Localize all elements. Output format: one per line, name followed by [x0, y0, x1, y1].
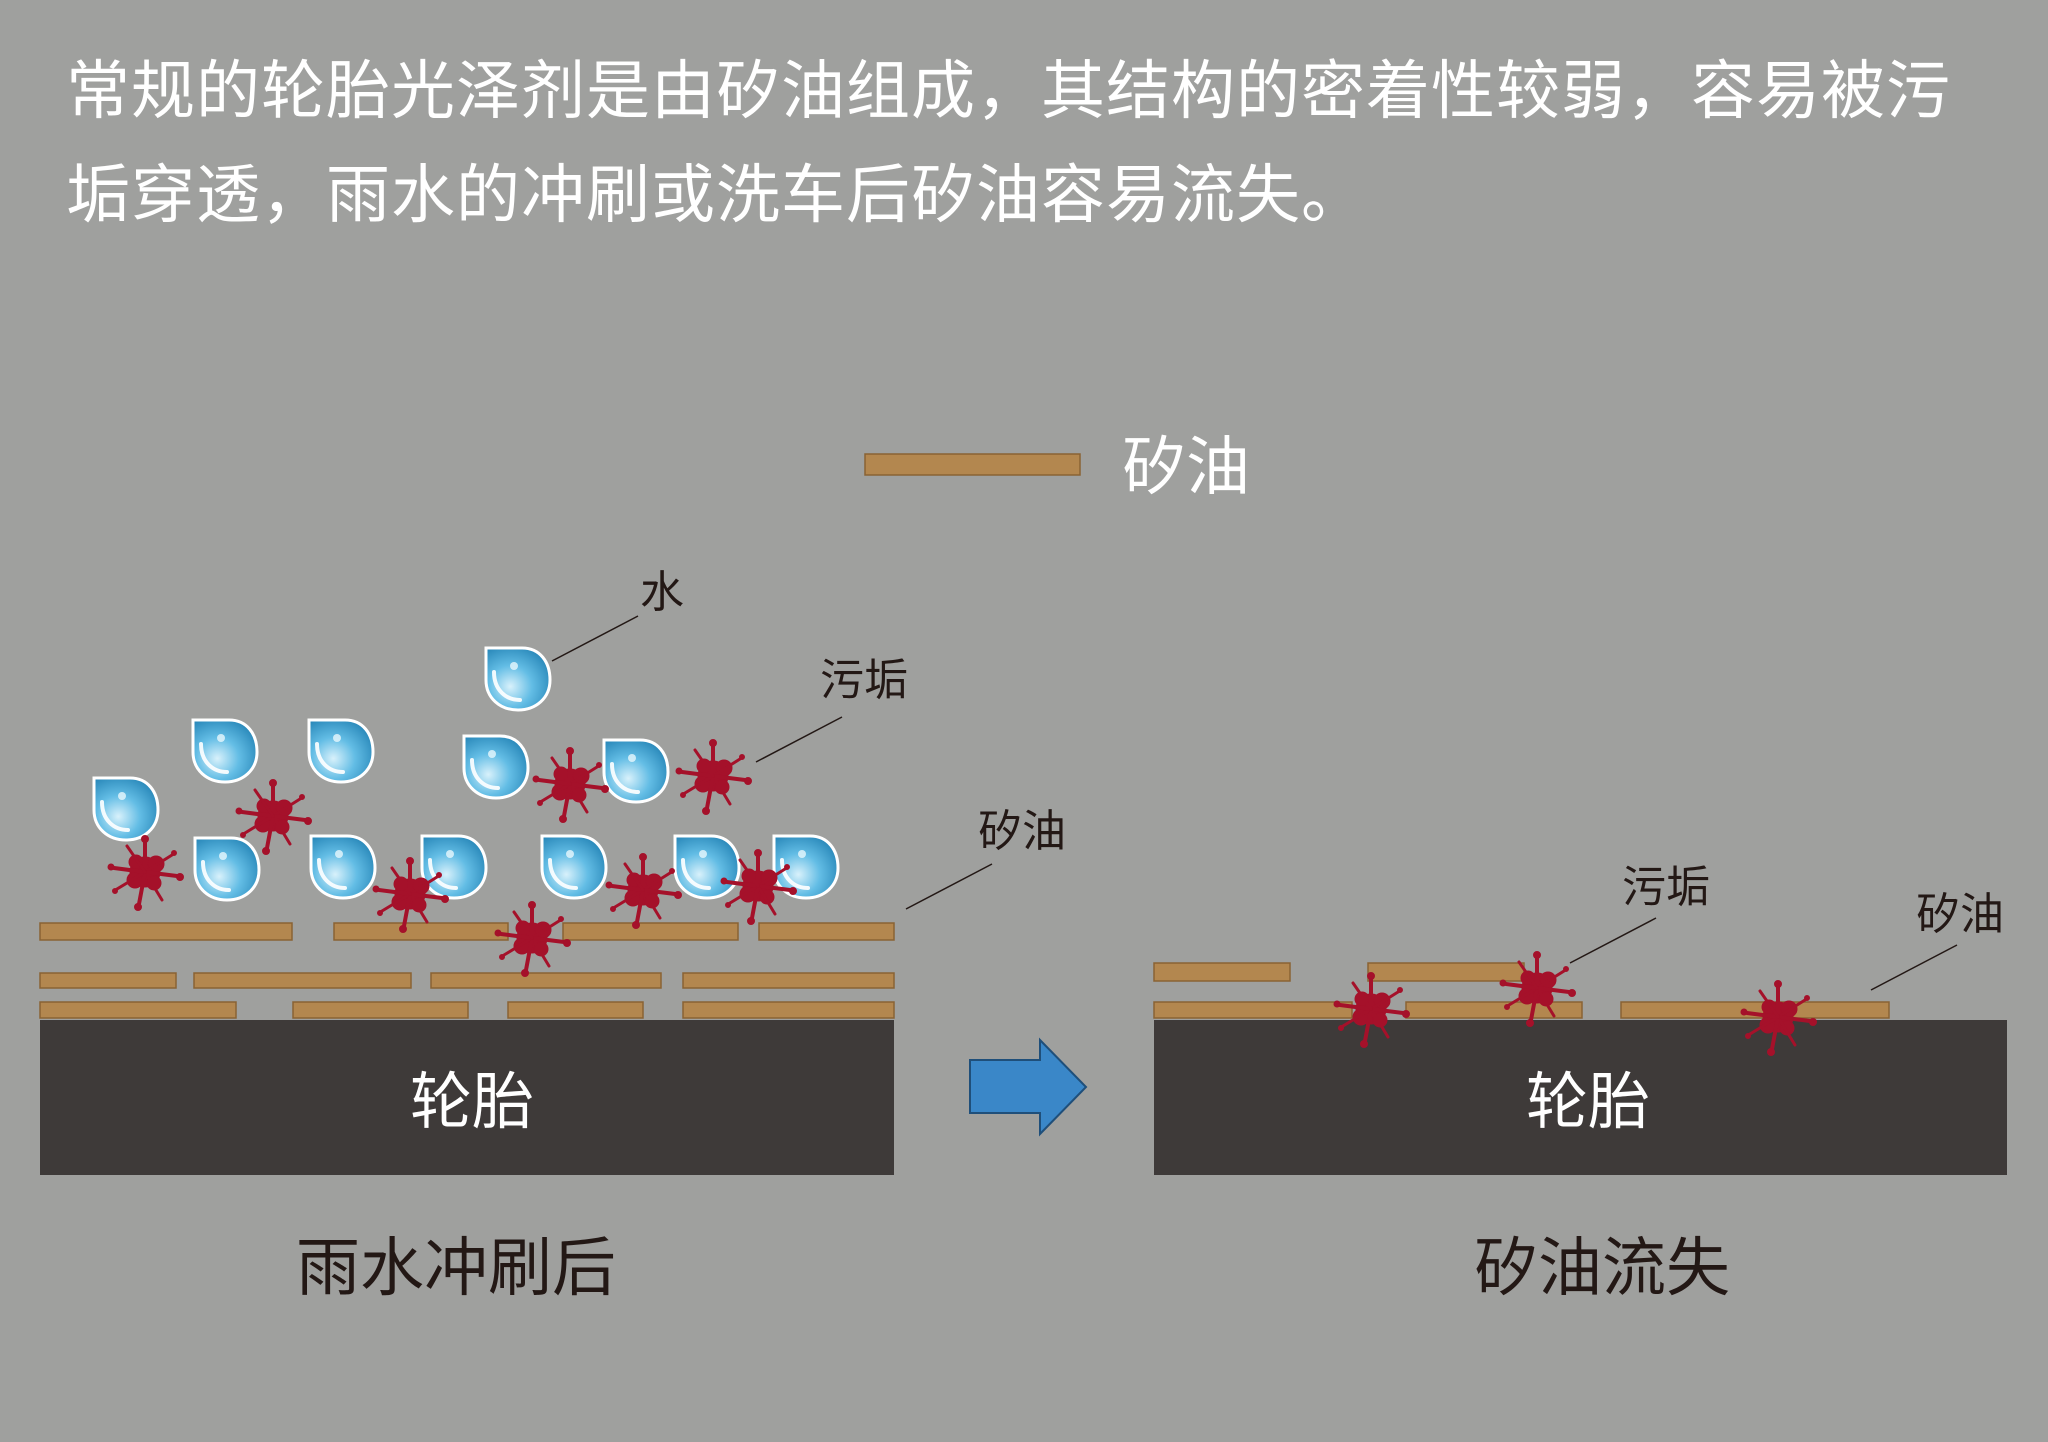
oil-strip	[562, 922, 739, 941]
oil-strip	[1153, 1001, 1353, 1019]
water-drop	[673, 834, 741, 900]
dirt-splat	[106, 833, 186, 913]
oil-strip	[507, 1001, 644, 1019]
dirt-splat	[531, 745, 611, 825]
oil-strip	[1367, 962, 1525, 982]
oil-label-right: 矽油	[1916, 889, 2004, 940]
intro-line-2: 垢穿透，雨水的冲刷或洗车后矽油容易流失。	[66, 159, 1366, 233]
leader-lines	[551, 615, 993, 910]
oil-strip	[1153, 962, 1291, 982]
oil-strip	[292, 1001, 469, 1019]
oil-strip	[430, 972, 662, 989]
tire-right-label: 轮胎	[1526, 1065, 1650, 1138]
tire-right	[1154, 1020, 2007, 1175]
tire-left-label: 轮胎	[410, 1065, 534, 1138]
dirt-splat	[674, 737, 754, 817]
oil-leader	[905, 863, 993, 910]
water-drop	[602, 738, 670, 804]
water-drop	[307, 718, 375, 784]
oil-label-left: 矽油	[978, 806, 1066, 857]
water-drop	[462, 734, 530, 800]
oil-strip	[682, 1001, 895, 1019]
arrow-right-icon	[969, 1037, 1088, 1137]
dirt-label-left: 污垢	[820, 655, 908, 706]
left-oil-layers	[39, 922, 895, 1019]
dirt-leader-right	[1569, 917, 1657, 964]
tire-left	[40, 1020, 894, 1175]
oil-strip	[39, 972, 177, 989]
right-panel: 轮胎 污垢 矽油 矽油流失	[1153, 862, 2007, 1306]
water-drop	[484, 646, 552, 712]
water-drop	[309, 834, 377, 900]
left-caption: 雨水冲刷后	[296, 1232, 616, 1306]
oil-leader-right	[1870, 944, 1958, 991]
oil-strip	[1405, 1001, 1583, 1019]
oil-strip	[333, 922, 509, 941]
water-drop	[420, 834, 488, 900]
oil-strip	[39, 922, 293, 941]
legend-oil-swatch	[864, 453, 1081, 476]
intro-text: 常规的轮胎光泽剂是由矽油组成，其结构的密着性较弱，容易被污 垢穿透，雨水的冲刷或…	[66, 40, 2026, 248]
water-drop	[540, 834, 608, 900]
left-panel: 轮胎	[39, 567, 1066, 1306]
right-caption: 矽油流失	[1474, 1232, 1730, 1306]
oil-strip	[1620, 1001, 1890, 1019]
water-drop	[92, 776, 160, 842]
oil-strip	[682, 972, 895, 989]
intro-line-1: 常规的轮胎光泽剂是由矽油组成，其结构的密着性较弱，容易被污	[66, 55, 1951, 129]
dirt-label-right: 污垢	[1622, 862, 1710, 913]
oil-strip	[193, 972, 412, 989]
dirt-leader	[755, 716, 843, 763]
water-drop	[193, 836, 261, 902]
leader-lines-right	[1569, 917, 1958, 991]
water-label: 水	[640, 567, 684, 618]
oil-strip	[758, 922, 895, 941]
water-leader	[551, 615, 639, 662]
water-drop	[191, 718, 259, 784]
oil-strip	[39, 1001, 237, 1019]
legend-oil-label: 矽油	[1122, 431, 1250, 505]
dirt-splat	[604, 851, 684, 931]
